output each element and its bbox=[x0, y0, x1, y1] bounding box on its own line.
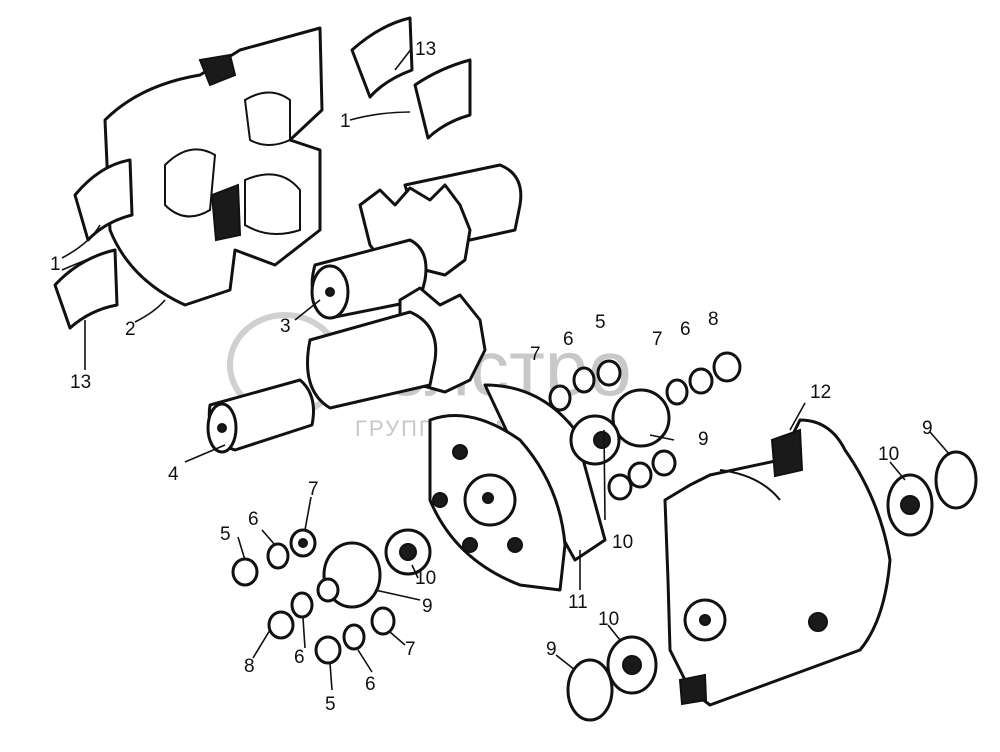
bushing-shell-lower bbox=[53, 158, 134, 330]
label-8-top: 8 bbox=[708, 309, 719, 330]
label-10-mid: 10 bbox=[612, 532, 633, 553]
label-6-right: 6 bbox=[680, 319, 691, 340]
label-2: 2 bbox=[125, 319, 136, 340]
label-6-left: 6 bbox=[248, 509, 259, 530]
drive-gear-shaft bbox=[206, 286, 487, 454]
label-9-mid: 9 bbox=[698, 429, 709, 450]
leader-lines bbox=[61, 47, 951, 691]
label-10-left: 10 bbox=[415, 568, 436, 589]
label-13-upper: 13 bbox=[415, 39, 436, 60]
label-7-right: 7 bbox=[652, 329, 663, 350]
label-8-bottom: 8 bbox=[244, 656, 255, 677]
seal-rings bbox=[231, 351, 978, 722]
label-5-bottom: 5 bbox=[325, 694, 336, 715]
label-13-lower: 13 bbox=[70, 372, 91, 393]
label-11: 11 bbox=[568, 592, 588, 613]
label-9-bottom: 9 bbox=[546, 639, 557, 660]
bearing-block bbox=[428, 383, 607, 592]
label-1-upper: 1 bbox=[340, 111, 351, 132]
label-3: 3 bbox=[280, 316, 291, 337]
label-10-bottom: 10 bbox=[598, 609, 619, 630]
bushing-shell-upper bbox=[350, 16, 472, 140]
driven-gear-shaft bbox=[310, 163, 523, 320]
label-6-bottom-right: 6 bbox=[365, 674, 376, 695]
label-7-top: 7 bbox=[530, 344, 541, 365]
pump-housing bbox=[103, 26, 324, 307]
label-5-left: 5 bbox=[220, 524, 231, 545]
label-7-left: 7 bbox=[308, 479, 319, 500]
label-9-right: 9 bbox=[922, 418, 933, 439]
label-10-right: 10 bbox=[878, 444, 899, 465]
label-6-bottom-left: 6 bbox=[294, 647, 305, 668]
label-9-left: 9 bbox=[422, 596, 433, 617]
label-12: 12 bbox=[810, 382, 831, 403]
label-4: 4 bbox=[168, 464, 179, 485]
label-6-top: 6 bbox=[563, 329, 574, 350]
label-7-bottom: 7 bbox=[405, 639, 416, 660]
pump-cover bbox=[663, 418, 892, 707]
part-labels: 13 1 1 2 13 3 4 5 6 7 7 6 8 12 9 10 9 10… bbox=[50, 39, 933, 715]
label-1-lower: 1 bbox=[50, 254, 61, 275]
label-5-top: 5 bbox=[595, 312, 606, 333]
